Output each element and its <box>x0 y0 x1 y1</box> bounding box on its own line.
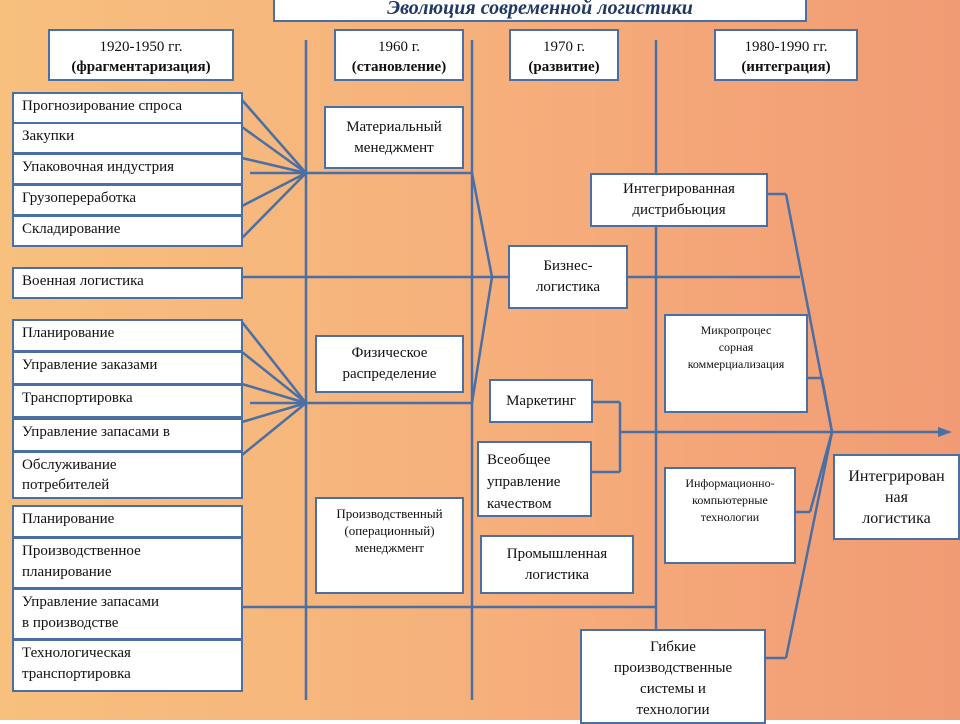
page-title: Эволюция современной логистики <box>273 0 807 22</box>
box-marketing: Маркетинг <box>489 379 593 423</box>
box-transportation: Транспортировка <box>12 384 243 418</box>
box-warehousing: Складирование <box>12 215 243 247</box>
box-production-planning-short: Планирование <box>12 505 243 538</box>
box-planning: Планирование <box>12 319 243 352</box>
box-order-management: Управление заказами <box>12 351 243 385</box>
box-packaging: Упаковочная индустрия <box>12 153 243 185</box>
box-cargo-handling: Грузопереработка <box>12 184 243 216</box>
box-purchasing: Закупки <box>12 122 243 154</box>
box-business-logistics: Бизнес-логистика <box>508 245 628 309</box>
period-header-1970: 1970 г.(развитие) <box>509 29 619 81</box>
period-header-1980: 1980-1990 гг.(интеграция) <box>714 29 858 81</box>
box-inventory-management: Управление запасами в <box>12 418 243 452</box>
box-production-management: Производственный(операционный)менеджмент <box>315 497 464 594</box>
box-military-logistics: Военная логистика <box>12 267 243 299</box>
period-header-1920: 1920-1950 гг.(фрагментаризация) <box>48 29 234 81</box>
period-header-1960: 1960 г.(становление) <box>334 29 464 81</box>
box-demand-forecasting: Прогнозирование спроса <box>12 92 243 124</box>
